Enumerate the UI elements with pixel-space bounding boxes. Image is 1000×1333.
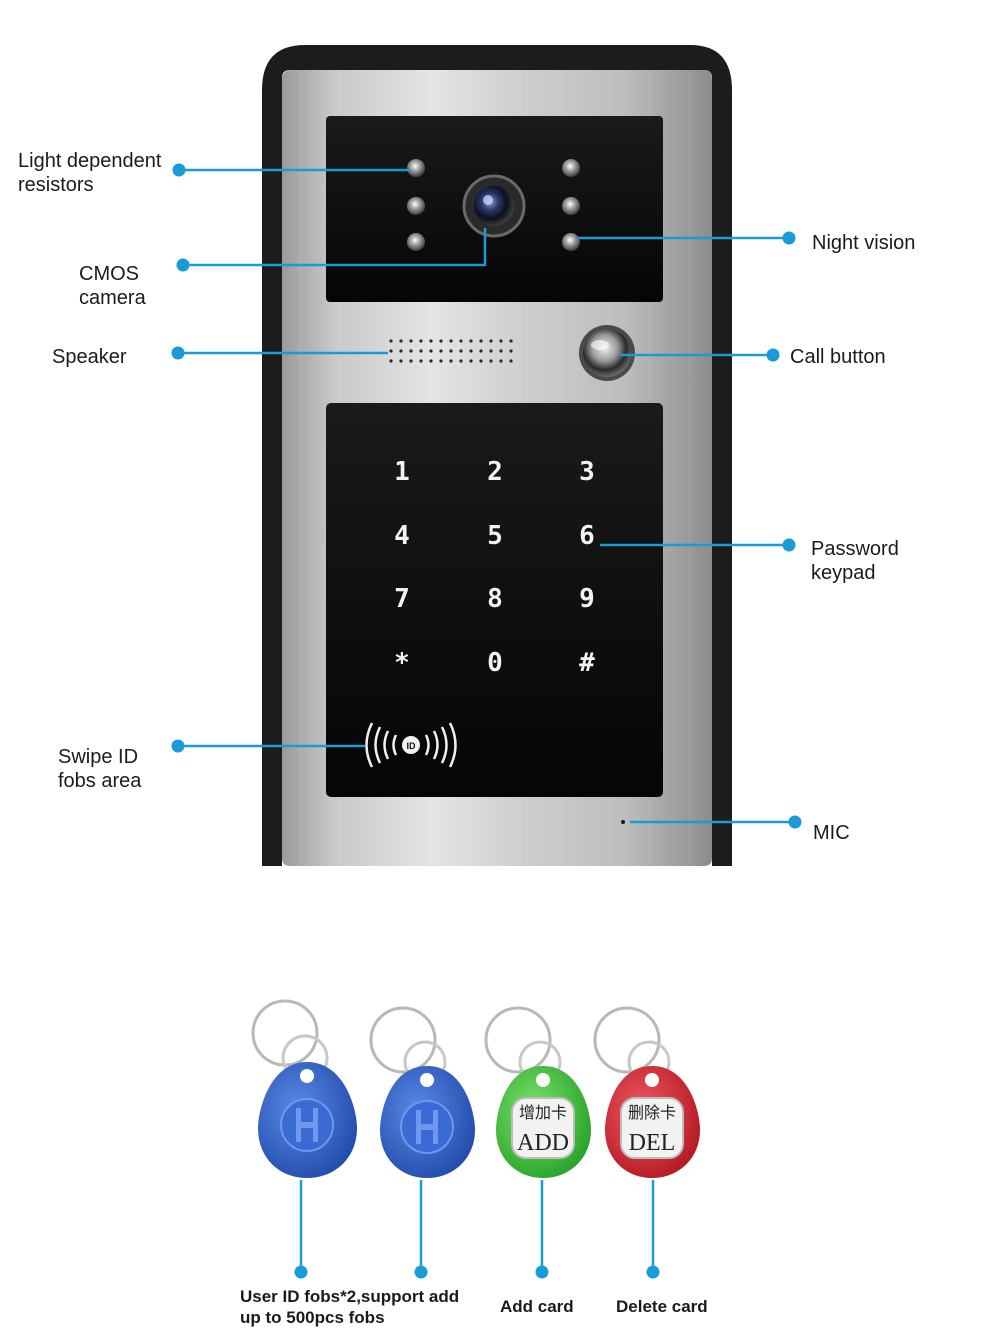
key-2[interactable]: 2 bbox=[487, 457, 503, 487]
fob-del-icon bbox=[593, 1006, 700, 1178]
caption-add-card: Add card bbox=[500, 1297, 574, 1316]
fob-2-icon bbox=[369, 1006, 475, 1178]
keypad-panel bbox=[326, 403, 663, 797]
led-icon bbox=[407, 197, 425, 215]
key-0[interactable]: 0 bbox=[487, 648, 503, 678]
led-icon bbox=[407, 233, 425, 251]
callout-speaker: Speaker bbox=[52, 346, 127, 368]
camera-lens-icon bbox=[474, 186, 514, 226]
fob-del-label: DEL bbox=[628, 1130, 676, 1156]
key-hash[interactable]: # bbox=[579, 648, 595, 678]
camera-window bbox=[326, 116, 663, 302]
speaker-grille bbox=[389, 339, 513, 363]
callout-password-keypad: Password keypad bbox=[811, 538, 899, 584]
key-1[interactable]: 1 bbox=[394, 457, 410, 487]
key-3[interactable]: 3 bbox=[579, 457, 595, 487]
fob-1-icon bbox=[251, 999, 357, 1178]
fob-add-chinese-label: 增加卡 bbox=[518, 1103, 567, 1122]
callout-mic: MIC bbox=[813, 822, 850, 844]
fob-add-icon bbox=[484, 1006, 591, 1178]
caption-delete-card: Delete card bbox=[616, 1297, 708, 1316]
callout-light-dependent-resistors: Light dependent resistors bbox=[18, 150, 162, 196]
mic-hole bbox=[621, 820, 625, 824]
fob-add-label: ADD bbox=[517, 1130, 569, 1156]
led-icon bbox=[562, 197, 580, 215]
caption-user-fobs: User ID fobs*2,support add up to 500pcs … bbox=[240, 1287, 460, 1327]
callout-swipe-id-fobs-area: Swipe ID fobs area bbox=[58, 746, 142, 792]
key-8[interactable]: 8 bbox=[487, 584, 503, 614]
key-9[interactable]: 9 bbox=[579, 584, 595, 614]
key-6[interactable]: 6 bbox=[579, 521, 595, 551]
callout-dots bbox=[171, 163, 802, 1279]
callout-call-button: Call button bbox=[790, 346, 886, 368]
callout-night-vision: Night vision bbox=[812, 232, 916, 254]
fob-del-chinese-label: 删除卡 bbox=[627, 1103, 676, 1122]
rfid-icon bbox=[365, 722, 457, 768]
key-7[interactable]: 7 bbox=[394, 584, 410, 614]
key-star[interactable]: * bbox=[394, 648, 410, 678]
svg-text:ID: ID bbox=[407, 741, 417, 751]
night-vision-led-icon bbox=[562, 233, 580, 251]
key-4[interactable]: 4 bbox=[394, 521, 410, 551]
key-5[interactable]: 5 bbox=[487, 521, 503, 551]
call-button-graphic bbox=[579, 325, 635, 381]
light-dependent-resistor-icon bbox=[407, 159, 425, 177]
callout-cmos-camera: CMOS camera bbox=[79, 263, 146, 309]
led-icon bbox=[562, 159, 580, 177]
callout-lines bbox=[178, 168, 795, 1272]
